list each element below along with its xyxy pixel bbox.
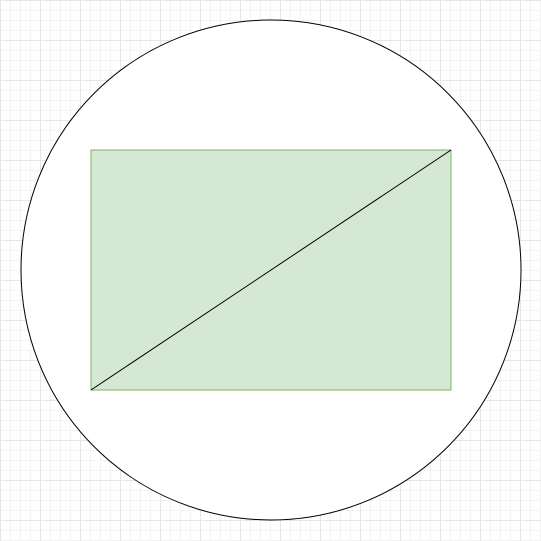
diagonal-line[interactable] — [90, 149, 452, 391]
